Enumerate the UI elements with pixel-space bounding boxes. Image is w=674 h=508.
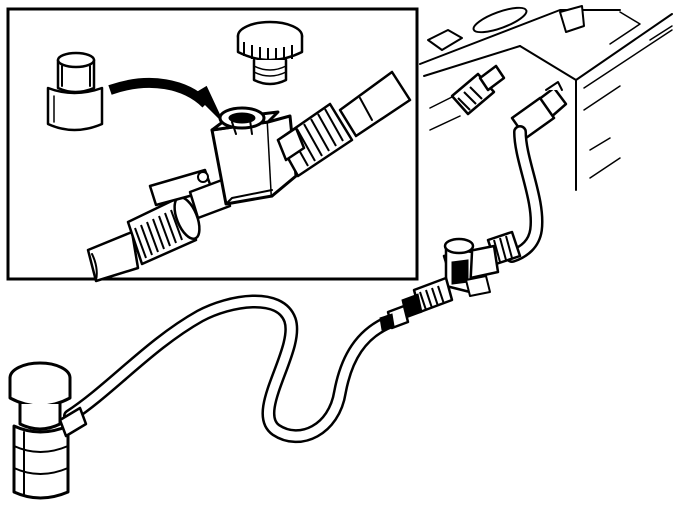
inset-knurled-coupling-left [126,194,201,266]
hose-coupling [379,276,454,331]
arrow-icon [108,77,222,120]
inset-knurled-coupling-right [276,70,412,178]
fuel-hose [63,125,544,444]
gauge-head [8,361,88,500]
inset-hose [86,230,140,283]
cap-screw [236,20,304,86]
tee-fitting [442,230,522,297]
engine-block-corner [419,5,673,191]
inset-detail-box [6,7,419,281]
inset-valve-lever [148,168,232,220]
protective-cap [46,51,104,132]
inset-tee-fitting [210,106,298,206]
fuel-rail-connection [450,64,568,140]
